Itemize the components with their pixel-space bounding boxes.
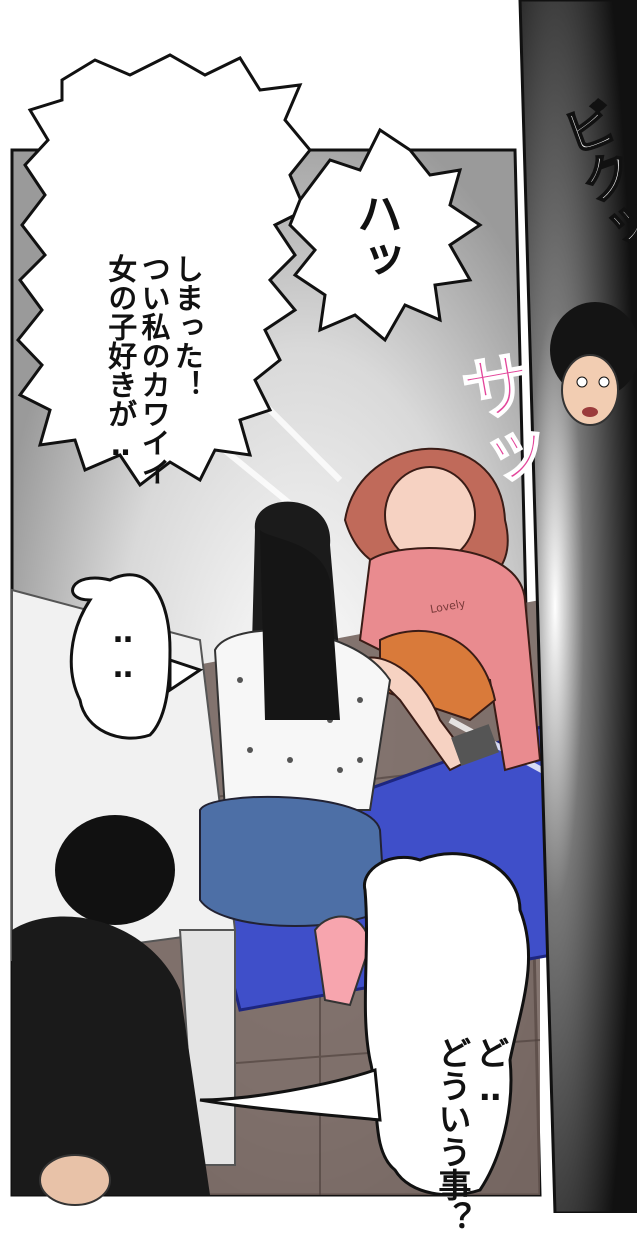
pink-haired-girl [343,447,542,772]
dialogue-gasp: ハッ [349,190,404,282]
foreground-boy [12,815,210,1206]
shocked-boy [550,302,637,426]
dialogue-dots: ‥‥ [105,615,141,685]
dialogue-line-2: つい私のカワイイ [137,254,172,486]
dialogue-question-line-2: どういう事？ [432,1036,472,1234]
dialogue-line-3: 女の子好きが‥ [103,254,138,462]
dialogue-question: ど‥ どういう事？ [395,880,547,1234]
dialogue-line-1: しまった！ [170,254,205,399]
dialogue-main: しまった！ つい私のカワイイ 女の子好きが‥ [70,118,237,486]
right-panel [518,0,637,1213]
black-haired-girl [199,501,392,1007]
dialogue-question-line-1: ど‥ [470,1036,510,1108]
